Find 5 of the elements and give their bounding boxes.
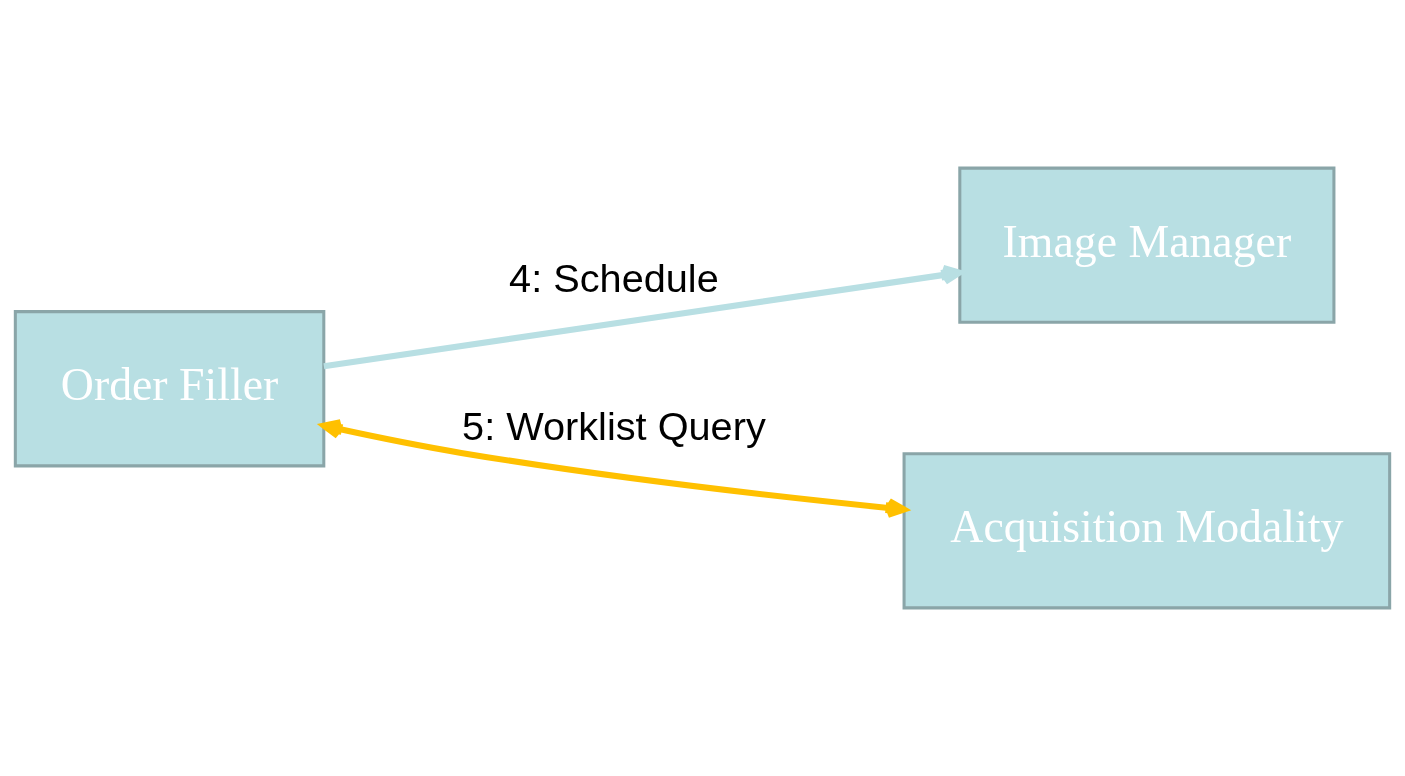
node-box: Order Filler bbox=[13, 310, 326, 468]
edge-label: 5: Worklist Query bbox=[462, 404, 766, 449]
node-box: Image Manager bbox=[958, 166, 1336, 324]
edge-label: 4: Schedule bbox=[509, 256, 719, 301]
node-box: Acquisition Modality bbox=[902, 452, 1392, 610]
